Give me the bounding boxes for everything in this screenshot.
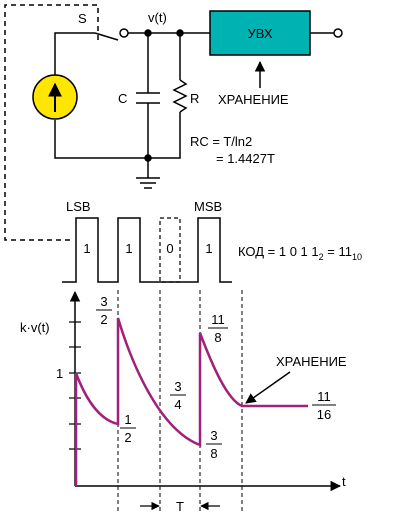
code-formula-mid: = 11 <box>324 244 352 259</box>
code-formula-prefix: КОД = 1 0 1 1 <box>238 244 319 259</box>
fraction-3-4: 3 4 <box>170 379 186 412</box>
sample-hold-box <box>209 10 311 56</box>
x-axis-label: t <box>342 474 346 489</box>
capacitor-label: C <box>118 91 127 106</box>
rc-line-1: RC = T/ln2 <box>190 134 252 149</box>
wire-left-bottom <box>54 120 148 159</box>
fraction-3-8-num: 3 <box>210 428 217 443</box>
pulse-zero-dashed <box>159 217 181 283</box>
code-formula-sub1: 2 <box>319 252 324 262</box>
resistor-icon <box>172 79 188 113</box>
code-formula: КОД = 1 0 1 12 = 1110 <box>238 244 362 262</box>
code-formula-sub2: 10 <box>352 252 362 262</box>
fraction-3-2-num: 3 <box>100 294 107 309</box>
fraction-3-4-den: 4 <box>174 397 181 412</box>
wire-res-bottom <box>148 112 181 159</box>
sample-hold-label: УВХ <box>247 26 272 41</box>
hold-label: ХРАНЕНИЕ <box>276 354 347 369</box>
msb-label: MSB <box>194 199 222 214</box>
fraction-11-16-num: 11 <box>317 389 331 404</box>
hold-control-label: ХРАНЕНИЕ <box>218 92 289 107</box>
output-terminal <box>333 28 343 38</box>
fraction-3-4-num: 3 <box>174 379 181 394</box>
lsb-label: LSB <box>66 199 91 214</box>
fraction-3-8: 3 8 <box>206 428 222 461</box>
fraction-1-2: 1 2 <box>120 412 136 445</box>
bit-2: 1 <box>125 241 132 256</box>
wire-left-top <box>54 32 95 75</box>
rc-line-2: = 1.4427T <box>216 151 275 166</box>
fraction-11-8-num: 11 <box>211 312 225 327</box>
y-axis-label: k·v(t) <box>20 320 50 335</box>
pulse-train <box>62 217 232 283</box>
fraction-3-2: 3 2 <box>96 294 112 327</box>
bit-4: 1 <box>205 241 212 256</box>
fraction-1-2-den: 2 <box>124 430 131 445</box>
graph: T k·v(t) t 1 3 2 1 2 3 4 11 8 3 <box>20 290 347 514</box>
fraction-3-8-den: 8 <box>210 446 217 461</box>
bit-3: 0 <box>166 241 173 256</box>
switch-icon <box>94 32 119 41</box>
circuit <box>4 4 343 241</box>
bit-1: 1 <box>83 241 90 256</box>
fraction-11-8-den: 8 <box>214 330 221 345</box>
fraction-11-16-den: 16 <box>317 407 331 422</box>
voltage-trace <box>74 317 308 486</box>
fraction-11-8: 11 8 <box>208 312 228 345</box>
control-dashed-line <box>4 4 99 241</box>
node-label: v(t) <box>148 10 167 25</box>
hold-arrow-icon <box>245 371 291 404</box>
period-label: T <box>176 499 184 514</box>
fraction-3-2-den: 2 <box>100 312 107 327</box>
fraction-11-16: 11 16 <box>312 389 336 422</box>
switch-contact <box>119 28 129 38</box>
fraction-1-2-num: 1 <box>124 412 131 427</box>
resistor-label: R <box>190 91 199 106</box>
switch-label: S <box>78 11 87 26</box>
y-tick-label-1: 1 <box>56 366 63 381</box>
